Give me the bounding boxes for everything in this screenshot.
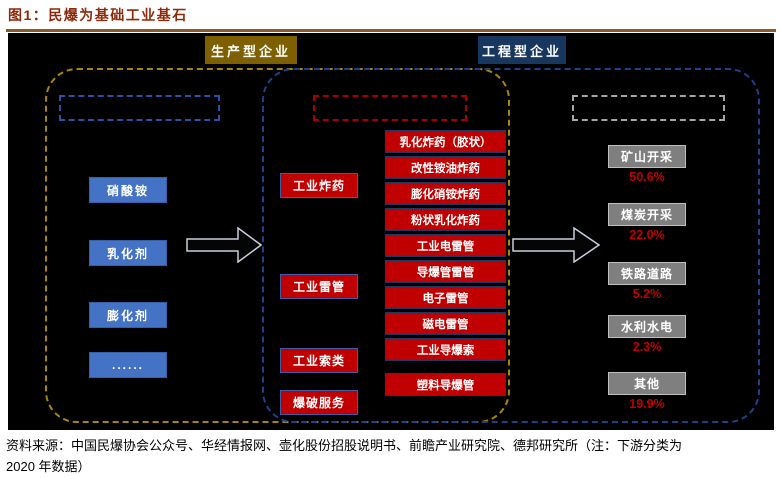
midstream-category-box: 工业炸药 (280, 173, 358, 198)
midstream-product-box: 乳化炸药（胶状） (385, 130, 506, 153)
upstream-item-box: 硝酸铵 (89, 177, 167, 203)
midstream-product-box: 工业电雷管 (385, 234, 506, 257)
production-enterprise-badge: 生产型企业 (205, 36, 297, 64)
production-scope-dashed-border (45, 68, 510, 423)
source-line-1: 资料来源：中国民爆协会公众号、华经情报网、壶化股份招股说明书、前瞻产业研究院、德… (6, 438, 683, 453)
engineering-scope-dashed-border (262, 68, 760, 423)
downstream-percentage: 5.2% (632, 287, 662, 301)
midstream-category-box: 工业雷管 (280, 274, 358, 299)
downstream-item: 煤炭开采 22.0% (608, 203, 686, 244)
downstream-sector-box: 煤炭开采 (608, 203, 686, 226)
midstream-to-downstream-arrow (512, 227, 600, 263)
upstream-to-midstream-arrow (186, 227, 262, 263)
midstream-product-box: 膨化硝铵炸药 (385, 182, 506, 205)
upstream-item-box: 膨化剂 (89, 302, 167, 328)
upstream-item-box: ...... (89, 352, 167, 378)
downstream-item: 水利水电 2.3% (608, 315, 686, 356)
downstream-sector-box: 矿山开采 (608, 145, 686, 168)
midstream-product-box: 电子雷管 (385, 286, 506, 309)
downstream-percentage: 2.3% (632, 340, 662, 354)
midstream-product-box: 改性铵油炸药 (385, 156, 506, 179)
source-note: 资料来源：中国民爆协会公众号、华经情报网、壶化股份招股说明书、前瞻产业研究院、德… (6, 435, 682, 477)
downstream-column: 矿山开采 50.6% 煤炭开采 22.0% 铁路道路 5.2% 水利水电 2.3… (608, 145, 686, 413)
midstream-product-box: 磁电雷管 (385, 312, 506, 335)
midstream-label-box (313, 95, 467, 121)
midstream-product-box: 粉状乳化炸药 (385, 208, 506, 231)
downstream-percentage: 22.0% (629, 228, 665, 242)
downstream-percentage: 50.6% (629, 170, 665, 184)
downstream-item: 其他 19.9% (608, 372, 686, 413)
midstream-product-column: 乳化炸药（胶状） 改性铵油炸药膨化硝铵炸药粉状乳化炸药工业电雷管导爆管雷管电子雷管… (385, 130, 506, 396)
diagram-panel: 生产型企业 工程型企业 硝酸铵乳化剂膨化剂...... 工业炸药工业雷管工业索类… (8, 33, 774, 430)
downstream-percentage: 19.9% (629, 397, 665, 411)
midstream-product-box: 导爆管雷管 (385, 260, 506, 283)
title-divider (6, 29, 776, 32)
downstream-item: 铁路道路 5.2% (608, 262, 686, 303)
downstream-sector-box: 其他 (608, 372, 686, 395)
downstream-item: 矿山开采 50.6% (608, 145, 686, 186)
figure-title: 图1：民爆为基础工业基石 (8, 7, 188, 23)
downstream-sector-box: 铁路道路 (608, 262, 686, 285)
midstream-category-box: 爆破服务 (280, 390, 358, 415)
midstream-product-box: 工业导爆索 (385, 338, 506, 361)
midstream-product-box: 塑料导爆管 (385, 373, 506, 396)
midstream-category-column: 工业炸药工业雷管工业索类爆破服务 (280, 173, 358, 415)
upstream-column: 硝酸铵乳化剂膨化剂...... (89, 177, 167, 378)
engineering-enterprise-badge: 工程型企业 (478, 36, 566, 64)
upstream-label-box (59, 95, 220, 121)
upstream-item-box: 乳化剂 (89, 240, 167, 266)
midstream-category-box: 工业索类 (280, 348, 358, 373)
downstream-label-box (572, 95, 725, 121)
source-line-2: 2020 年数据） (6, 459, 91, 474)
downstream-sector-box: 水利水电 (608, 315, 686, 338)
